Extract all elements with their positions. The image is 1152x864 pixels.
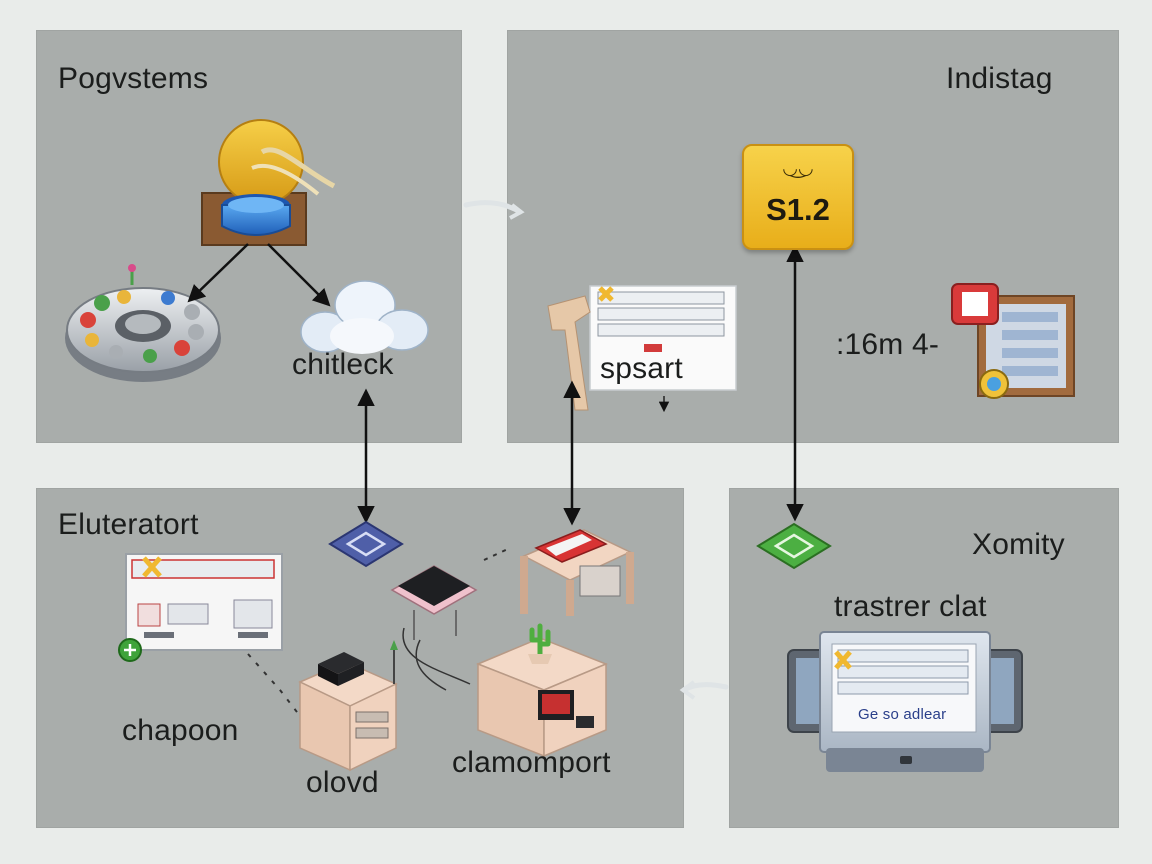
title-indistag: Indistag — [946, 62, 1053, 95]
label-spsart: spsart — [600, 352, 683, 385]
label-chitleck: chitleck — [292, 348, 394, 381]
label-side: :16m 4- — [836, 328, 940, 361]
smile-icon: ◡͜◡ — [782, 158, 814, 178]
label-clamomport: clamomport — [452, 746, 611, 779]
label-chapoon: chapoon — [122, 714, 239, 747]
badge-value: S1.2 — [766, 192, 830, 227]
title-eluteratort: Eluteratort — [58, 508, 199, 541]
label-trastrer-clat: trastrer clat — [834, 590, 987, 623]
screen-text: Ge so adlear — [858, 706, 947, 723]
version-badge: ◡͜◡ S1.2 — [742, 144, 854, 250]
label-olovd: olovd — [306, 766, 379, 799]
title-xomity: Xomity — [972, 528, 1065, 561]
title-pogvstems: Pogvstems — [58, 62, 209, 95]
